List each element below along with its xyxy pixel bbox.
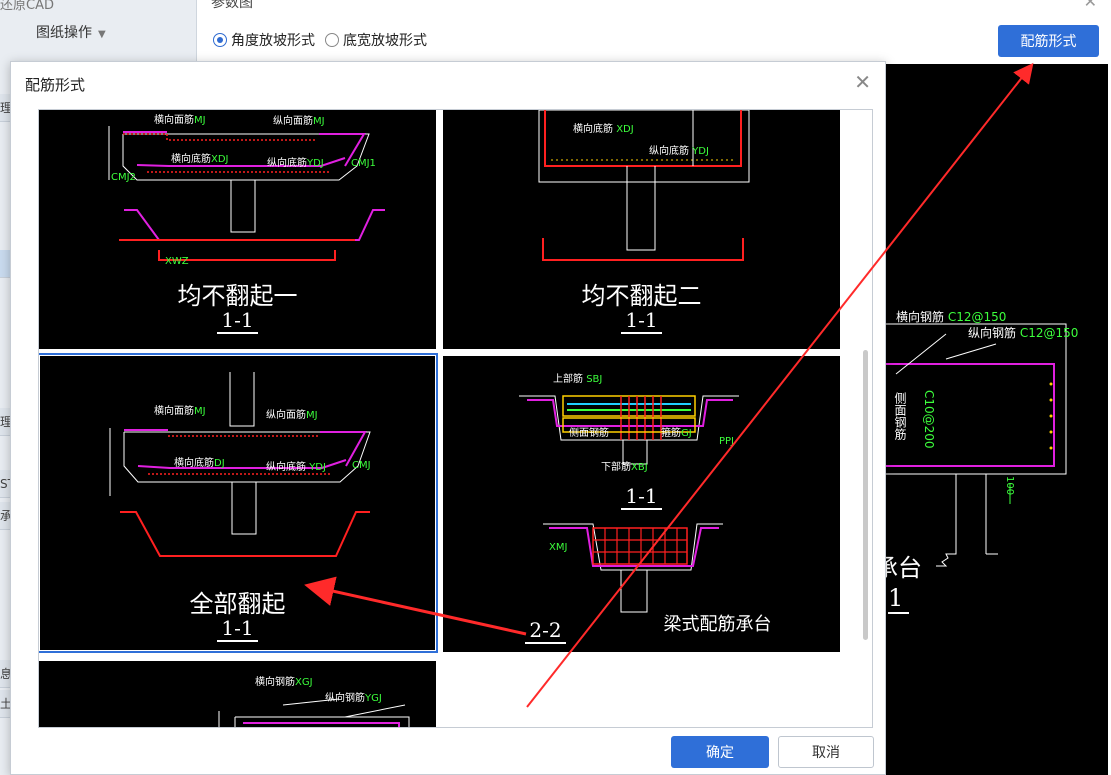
rebar-option-4[interactable]: 上部筋 SBJ 侧面钢筋 箍筋GJ 下部筋XBJ PPJ XMJ 1-1 2-2… [443, 356, 840, 652]
rebar-option-grid: 横向面筋MJ 纵向面筋MJ 横向底筋XDJ 纵向底筋YDJ CMJ2 CMJ1 … [38, 109, 873, 728]
radio-bottom-width-label: 底宽放坡形式 [343, 33, 427, 49]
option-1-drawing [108, 126, 385, 261]
option-3-caption: 全部翻起 [189, 590, 286, 618]
option-4-caption: 梁式配筋承台 [663, 614, 772, 635]
option-3-label-top-long: 纵向面筋MJ [266, 410, 318, 421]
dialog-title: 配筋形式 [25, 76, 86, 94]
caret-down-icon: ▼ [98, 29, 106, 40]
app-title: 还原CAD [0, 0, 54, 13]
option-1-label-cmj1: CMJ1 [351, 158, 376, 169]
parameter-dialog-title: 参数图 [211, 0, 253, 11]
radio-bottom-width-slope[interactable]: 底宽放坡形式 [325, 30, 427, 50]
option-5-label-longitudinal: 纵向钢筋YGJ [325, 693, 382, 704]
radio-unselected-icon [325, 33, 339, 47]
option-1-label-top: 横向面筋MJ [154, 115, 206, 126]
option-3-drawing [109, 372, 371, 557]
option-1-label-top-long: 纵向面筋MJ [273, 116, 325, 127]
close-icon[interactable]: ✕ [854, 70, 871, 94]
dimension-label: 100 [1004, 476, 1015, 496]
option-1-section: 1-1 [39, 308, 436, 334]
rebar-form-dialog: 配筋形式 ✕ 横向面筋MJ 纵向面筋MJ 横向底筋XDJ 纵向底筋YDJ CMJ [10, 61, 886, 775]
option-4-label-xmj: XMJ [549, 542, 568, 553]
option-1-label-cmj2: CMJ2 [111, 172, 136, 183]
radio-angle-slope[interactable]: 角度放坡形式 [213, 30, 315, 50]
option-4-label-ppj: PPJ [719, 436, 735, 447]
preview-section: 1 [888, 584, 910, 614]
preview-drawing-svg [875, 323, 1067, 567]
option-3-label-top: 横向面筋MJ [154, 406, 206, 417]
scrollbar-thumb[interactable] [863, 350, 868, 640]
option-1-label-xwz: XWZ [165, 256, 189, 267]
option-4-label-stirrup: 箍筋GJ [661, 428, 692, 439]
option-5-drawing [218, 698, 410, 727]
option-1-caption: 均不翻起一 [177, 282, 298, 310]
option-3-label-bottom: 横向底筋DJ [174, 458, 225, 469]
option-4-section: 1-1 [443, 484, 840, 510]
close-icon[interactable]: ✕ [1083, 0, 1097, 11]
option-2-label-bottom: 横向底筋 XDJ [573, 124, 634, 135]
option-3-label-cmj: CMJ [352, 460, 371, 471]
rebar-option-2[interactable]: 横向底筋 XDJ 纵向底筋 YDJ 均不翻起二 1-1 [443, 110, 840, 349]
option-1-label-bottom: 横向底筋XDJ [171, 154, 229, 165]
option-4-label-side: 侧面钢筋 [569, 428, 609, 439]
option-2-label-bottom-long: 纵向底筋 YDJ [649, 146, 709, 157]
longitudinal-rebar-label: 纵向钢筋 C12@150 [968, 326, 1079, 340]
option-3-label-bottom-long: 纵向底筋 YDJ [266, 462, 326, 473]
drawing-operations-menu[interactable]: 图纸操作 ▼ [36, 22, 106, 42]
option-1-label-bottom-long: 纵向底筋YDJ [267, 158, 324, 169]
drawing-operations-label: 图纸操作 [36, 25, 92, 41]
option-4-label-bottom-bar: 下部筋XBJ [601, 462, 648, 473]
option-2-caption: 均不翻起二 [581, 282, 702, 310]
option-4-label-top-bar: 上部筋 SBJ [553, 374, 603, 385]
option-2-section: 1-1 [443, 308, 840, 334]
rebar-option-1[interactable]: 横向面筋MJ 纵向面筋MJ 横向底筋XDJ 纵向底筋YDJ CMJ2 CMJ1 … [39, 110, 436, 349]
side-rebar-label: 侧面钢筋 [893, 392, 907, 440]
option-3-section: 1-1 [40, 616, 435, 642]
transverse-rebar-label: 横向钢筋 C12@150 [896, 310, 1007, 324]
rebar-form-button[interactable]: 配筋形式 [998, 25, 1099, 57]
option-5-label-transverse: 横向钢筋XGJ [255, 677, 313, 688]
preview-drawing: 横向钢筋 C12@150 纵向钢筋 C12@150 侧面钢筋 C10@200 1… [874, 64, 1108, 775]
radio-angle-slope-label: 角度放坡形式 [231, 33, 315, 49]
side-rebar-spec: C10@200 [922, 390, 936, 449]
radio-selected-icon [213, 33, 227, 47]
rebar-option-3[interactable]: 横向面筋MJ 纵向面筋MJ 横向底筋DJ 纵向底筋 YDJ CMJ 全部翻起 1… [39, 353, 438, 653]
cancel-button[interactable]: 取消 [778, 736, 874, 768]
slope-form-radio-group: 角度放坡形式 底宽放坡形式 [213, 30, 427, 50]
rebar-option-5[interactable]: 横向钢筋XGJ 纵向钢筋YGJ [39, 661, 436, 727]
confirm-button[interactable]: 确定 [671, 736, 769, 768]
